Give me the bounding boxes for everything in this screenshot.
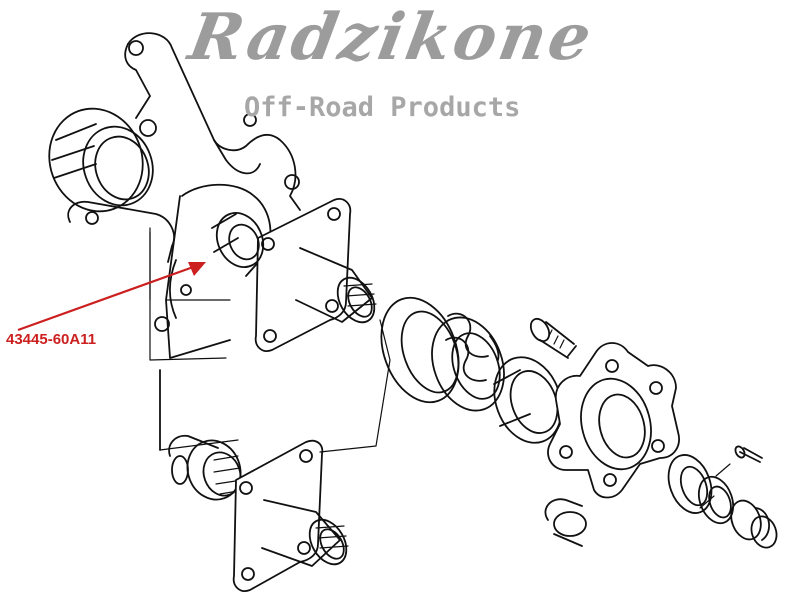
wheel-hub (544, 342, 680, 547)
brand-tagline: Off-Road Products (244, 92, 521, 123)
wheel-stud (529, 317, 577, 359)
wheel-bearing-set (380, 296, 563, 444)
upper-spindle (211, 198, 377, 352)
lower-spindle (159, 369, 349, 592)
brand-logo: Radzikone (183, 0, 600, 75)
axle-seal-ring (48, 107, 154, 213)
part-number-label[interactable]: 43445-60A11 (6, 331, 97, 348)
steering-knuckle-arm (124, 32, 301, 211)
callout-arrow (17, 262, 206, 332)
assembly-leader-lines (149, 231, 391, 453)
lock-hardware (667, 445, 778, 549)
